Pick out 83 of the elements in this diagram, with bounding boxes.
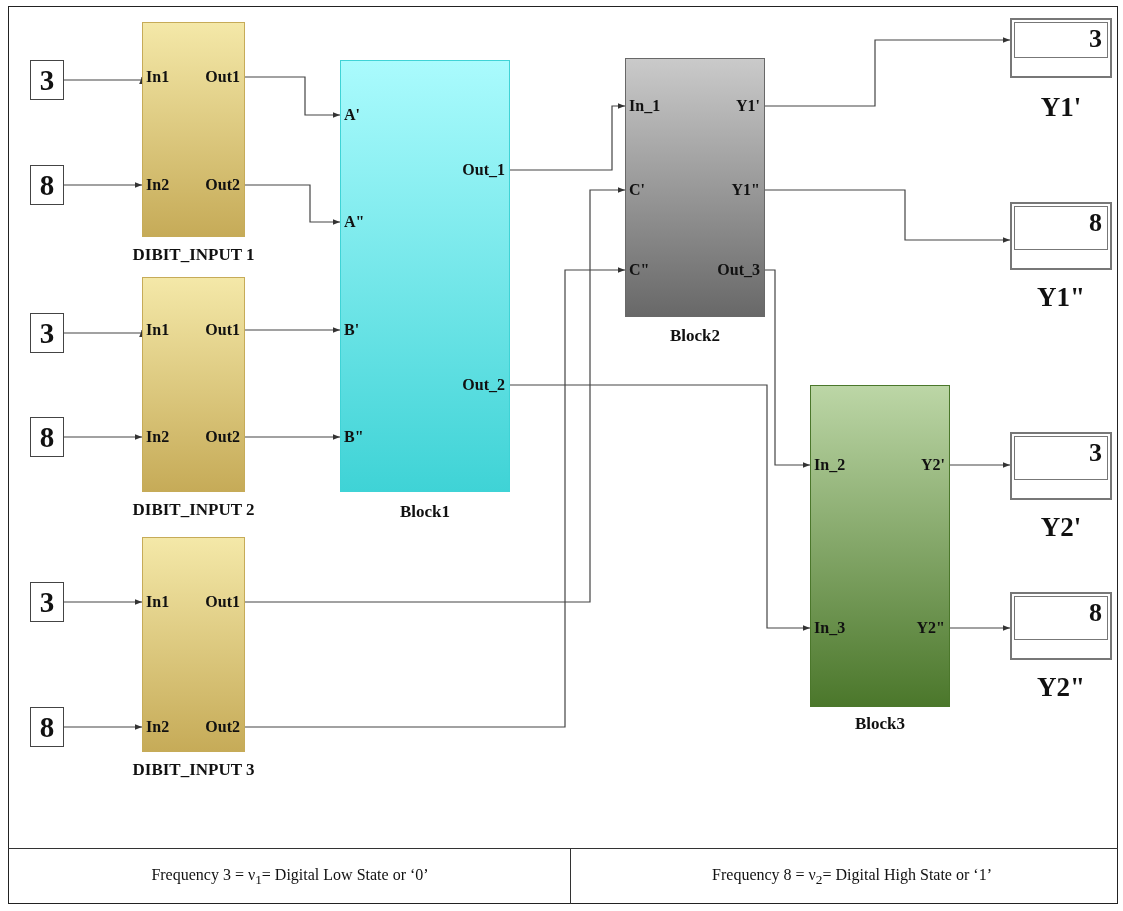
block-label: DIBIT_INPUT 2 [131,500,256,520]
display-block [1010,432,1112,500]
signal-arrow [509,103,626,171]
block-label: Block1 [398,502,452,522]
signal-arrow [764,269,811,468]
port-label: A' [344,105,360,125]
subsystem-block [625,58,765,317]
constant-value: 8 [38,421,56,453]
subsystem-block [142,22,245,237]
port-label: Out2 [205,175,240,195]
port-label: Y1' [736,96,760,116]
constant-value: 8 [38,711,56,743]
signal-arrow [244,184,341,225]
port-label: A" [344,212,365,232]
display-block [1010,592,1112,660]
signal-arrow [63,434,143,440]
port-label: Out_2 [462,375,505,395]
port-label: In2 [146,427,170,447]
port-label: In1 [146,592,170,612]
constant-value: 3 [38,64,56,96]
port-label: Out1 [205,592,240,612]
constant-value: 3 [38,317,56,349]
port-label: In1 [146,67,170,87]
signal-arrow [764,189,1011,243]
display-label: Y2" [1036,672,1086,703]
subsystem-block [142,537,245,752]
port-label: Out_1 [462,160,505,180]
port-label: Out_3 [717,260,760,280]
display-label: Y2' [1039,512,1083,543]
port-label: In1 [146,320,170,340]
subsystem-block [810,385,950,707]
signal-arrow [244,267,626,728]
port-label: Y2" [916,618,945,638]
display-label: Y1" [1036,282,1086,313]
port-label: C" [629,260,650,280]
constant-block [30,165,64,205]
legend-note: Frequency 3 = ν$_{1}$= Digital Low State or ‘0’ [150,866,430,889]
port-label: Out1 [205,320,240,340]
port-label: B' [344,320,360,340]
port-label: B" [344,427,364,447]
signal-arrow [63,182,143,188]
signal-arrow [244,327,341,333]
port-label: In2 [146,717,170,737]
block-label: Block2 [668,326,722,346]
port-label: C' [629,180,645,200]
port-label: In_1 [629,96,661,116]
subsystem-block [340,60,510,492]
constant-block [30,582,64,622]
port-label: In_3 [814,618,846,638]
port-label: Out2 [205,427,240,447]
block-label: DIBIT_INPUT 3 [131,760,256,780]
signal-arrow [509,384,811,631]
port-label: Out1 [205,67,240,87]
signal-arrow [63,599,143,605]
constant-block [30,417,64,457]
display-value: 3 [1089,24,1102,54]
display-block [1010,18,1112,78]
constant-value: 3 [38,586,56,618]
subsystem-block [142,277,245,492]
port-label: In_2 [814,455,846,475]
port-label: Out2 [205,717,240,737]
display-label: Y1' [1039,92,1083,123]
display-value: 3 [1089,438,1102,468]
port-label: Y1" [731,180,760,200]
block-label: DIBIT_INPUT 1 [131,245,256,265]
port-label: In2 [146,175,170,195]
signal-arrow [949,625,1011,631]
display-value: 8 [1089,598,1102,628]
signal-arrow [949,462,1011,468]
constant-block [30,707,64,747]
block-label: Block3 [853,714,907,734]
port-label: Y2' [921,455,945,475]
signal-arrow [764,37,1011,107]
signal-arrow [244,76,341,118]
signal-arrow [244,187,626,603]
signal-arrow [244,434,341,440]
display-value: 8 [1089,208,1102,238]
constant-value: 8 [38,169,56,201]
constant-block [30,313,64,353]
constant-block [30,60,64,100]
display-block [1010,202,1112,270]
signal-arrow [63,724,143,730]
legend-note: Frequency 8 = ν$_{2}$= Digital High State or ‘1’ [711,866,993,889]
